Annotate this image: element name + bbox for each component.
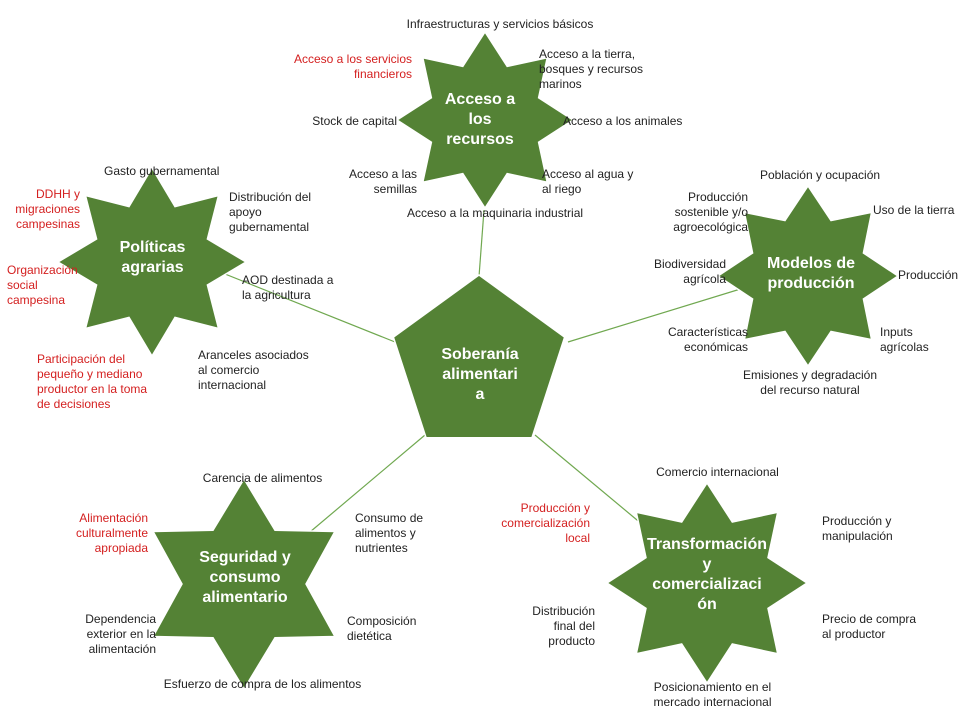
acceso-label-stock-capital: Stock de capital bbox=[312, 114, 397, 128]
seguridad-label-composicion: Composición dietética bbox=[347, 614, 417, 643]
modelos-shape bbox=[716, 184, 900, 368]
acceso-label-tierra: Acceso a la tierra, bosques y recursos m… bbox=[539, 47, 644, 91]
seguridad-shape bbox=[151, 477, 337, 691]
acceso-shape bbox=[395, 30, 575, 210]
center-title: Soberanía alimentari a bbox=[441, 346, 519, 403]
modelos-label-emisiones: Emisiones y degradación del recurso natu… bbox=[742, 368, 878, 397]
seguridad-label-cultural: Alimentación culturalmente apropiada bbox=[75, 511, 148, 555]
transformacion-label-produccion-local: Producción y comercialización local bbox=[501, 501, 590, 545]
modelos-label-sostenible: Producción sostenible y/o agroecológica bbox=[673, 190, 748, 234]
seguridad-label-esfuerzo: Esfuerzo de compra de los alimentos bbox=[163, 677, 362, 691]
modelos-label-biodiversidad: Biodiversidad agrícola bbox=[653, 257, 726, 286]
seguridad-title: Seguridad y consumo alimentario bbox=[199, 549, 291, 606]
transformacion-label-distribucion: Distribución final del producto bbox=[532, 604, 595, 648]
transformacion-shape bbox=[605, 481, 809, 685]
seguridad-label-carencia: Carencia de alimentos bbox=[202, 471, 323, 485]
politicas-shape bbox=[56, 166, 248, 358]
modelos-title: Modelos de producción bbox=[766, 255, 855, 292]
seguridad-label-dependencia: Dependencia exterior en la alimentación bbox=[85, 612, 156, 656]
transformacion-title: Transformación y comercializaci ón bbox=[646, 536, 768, 613]
politicas-label-distribucion: Distribución del apoyo gubernamental bbox=[229, 190, 312, 234]
transformacion-label-precio: Precio de compra al productor bbox=[822, 612, 917, 641]
acceso-title: Acceso a los recursos bbox=[444, 91, 516, 148]
transformacion-label-comercio-internacional: Comercio internacional bbox=[656, 465, 779, 479]
acceso-label-agua: Acceso al agua y al riego bbox=[542, 167, 634, 196]
modelos-label-poblacion: Población y ocupación bbox=[759, 168, 881, 182]
transformacion-label-posicionamiento: Posicionamiento en el mercado internacio… bbox=[653, 680, 772, 709]
acceso-label-infraestructuras: Infraestructuras y servicios básicos bbox=[406, 17, 594, 31]
acceso-label-semillas: Acceso a las semillas bbox=[348, 167, 417, 196]
politicas-label-organizacion: Organización social campesina bbox=[7, 263, 78, 307]
politicas-label-aranceles: Aranceles asociados al comercio internac… bbox=[198, 348, 309, 392]
connector-modelos bbox=[567, 282, 761, 343]
politicas-label-ddhh: DDHH y migraciones campesinas bbox=[15, 187, 80, 231]
modelos-label-uso-tierra: Uso de la tierra bbox=[873, 203, 955, 217]
politicas-label-gasto: Gasto gubernamental bbox=[104, 164, 220, 178]
politicas-label-participacion: Participación del pequeño y mediano prod… bbox=[37, 352, 148, 411]
connector-seguridad bbox=[309, 434, 426, 533]
modelos-label-caracteristicas: Características económicas bbox=[667, 325, 748, 354]
transformacion-label-manipulacion: Producción y manipulación bbox=[822, 514, 893, 543]
connector-politicas bbox=[194, 261, 396, 343]
acceso-label-animales: Acceso a los animales bbox=[563, 114, 683, 128]
modelos-label-produccion: Producción bbox=[898, 268, 959, 282]
center-shape bbox=[392, 274, 566, 439]
acceso-label-servicios-financieros: Acceso a los servicios financieros bbox=[293, 52, 412, 81]
acceso-label-maquinaria: Acceso a la maquinaria industrial bbox=[406, 206, 584, 220]
seguridad-label-consumo: Consumo de alimentos y nutrientes bbox=[355, 511, 424, 555]
politicas-title: Políticas agrarias bbox=[119, 239, 186, 276]
connector-transformacion bbox=[534, 434, 644, 526]
politicas-label-aod: AOD destinada a la agricultura bbox=[242, 273, 334, 302]
modelos-label-inputs: Inputs agrícolas bbox=[880, 325, 929, 354]
